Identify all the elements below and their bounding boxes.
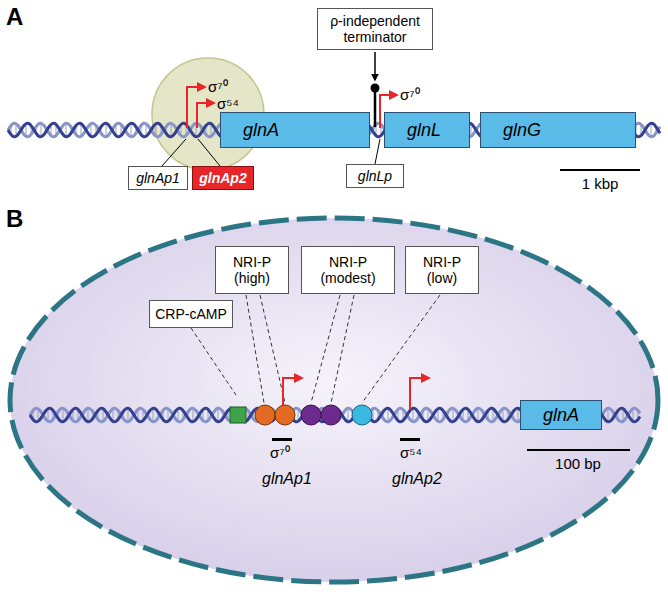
- scale-label: 100 bp: [555, 456, 601, 473]
- base-pair: [518, 408, 519, 422]
- activator-box: NRI-P (high): [215, 246, 289, 294]
- base-pair: [608, 408, 609, 422]
- base-pair: [131, 123, 132, 137]
- base-pair: [193, 408, 194, 422]
- crp-site: [230, 407, 246, 423]
- nri-site-high: [255, 405, 275, 425]
- leader-line: [246, 295, 264, 403]
- leader-line: [375, 139, 380, 164]
- leader-line: [191, 328, 236, 395]
- base-pair: [413, 408, 414, 422]
- sigma-label: σ⁵⁴: [400, 445, 422, 462]
- box-text: NRI-P (high): [220, 254, 284, 286]
- box-text: glnA: [543, 405, 579, 426]
- box-text: glnA: [243, 120, 279, 141]
- promoter-box: glnAp1: [128, 166, 188, 190]
- promoter-mark: [272, 438, 292, 441]
- sigma-label: σ⁷⁰: [208, 79, 228, 96]
- leader-line: [260, 295, 285, 403]
- promoter-arrow: [197, 103, 214, 128]
- base-pair: [218, 408, 219, 422]
- box-text: NRI-P (modest): [306, 254, 390, 286]
- activator-box: NRI-P (low): [405, 246, 479, 294]
- scale-bar: [527, 449, 630, 451]
- terminator-head: [371, 84, 380, 93]
- gene-box: glnL: [384, 112, 470, 148]
- box-text: ρ-independent terminator: [322, 13, 428, 45]
- sigma-label: σ⁷⁰: [400, 87, 420, 104]
- leader-line: [198, 139, 220, 166]
- base-pair: [651, 123, 652, 137]
- nri-site-modest: [321, 405, 341, 425]
- box-text: CRP-cAMP: [155, 306, 227, 322]
- gene-box: glnG: [480, 112, 636, 148]
- terminator-stem: [374, 90, 377, 127]
- promoter-arrow: [410, 378, 429, 410]
- base-pair: [41, 123, 42, 137]
- promoter-box: glnLp: [346, 164, 404, 188]
- box-text: glnAp2: [199, 170, 246, 186]
- nri-site-high: [275, 405, 295, 425]
- leader-arrow: [374, 52, 376, 80]
- box-text: glnLp: [358, 168, 392, 184]
- leader-line: [311, 295, 340, 403]
- promoter-arrow: [283, 378, 302, 405]
- panel-letter: A: [6, 4, 23, 30]
- leader-line: [162, 139, 186, 166]
- base-pair: [453, 408, 454, 422]
- leader-line: [362, 295, 440, 403]
- base-pair: [478, 408, 479, 422]
- dna-helix: [8, 123, 660, 422]
- gene-box: glnA: [520, 400, 602, 430]
- promoter-name: glnAp1: [262, 470, 312, 488]
- base-pair: [348, 408, 349, 422]
- box-text: glnG: [503, 120, 541, 141]
- scale-label: 1 kbp: [582, 176, 619, 193]
- nri-site-modest: [301, 405, 321, 425]
- promoter-name: glnAp2: [392, 470, 442, 488]
- base-pair: [88, 408, 89, 422]
- sigma-label: σ⁷⁰: [270, 445, 290, 462]
- terminator-box: ρ-independent terminator: [317, 8, 433, 50]
- scale-bar: [560, 169, 640, 171]
- sigma-label: σ⁵⁴: [217, 96, 239, 113]
- box-text: glnAp1: [136, 170, 180, 186]
- cell-outline: [10, 218, 658, 582]
- activator-box: NRI-P (modest): [301, 246, 395, 294]
- gene-box: glnA: [220, 112, 370, 148]
- box-text: NRI-P (low): [410, 254, 474, 286]
- leader-line: [331, 295, 354, 403]
- base-pair: [63, 408, 64, 422]
- base-pair: [66, 123, 67, 137]
- activator-box: CRP-cAMP: [149, 300, 233, 328]
- base-pair: [128, 408, 129, 422]
- box-text: glnL: [407, 120, 441, 141]
- base-pair: [106, 123, 107, 137]
- base-pair: [388, 408, 389, 422]
- base-pair: [171, 123, 172, 137]
- panel-letter: B: [6, 206, 23, 232]
- base-pair: [153, 408, 154, 422]
- promoter-mark: [400, 438, 420, 441]
- promoter-box: glnAp2: [192, 166, 254, 190]
- nri-site-low: [352, 405, 372, 425]
